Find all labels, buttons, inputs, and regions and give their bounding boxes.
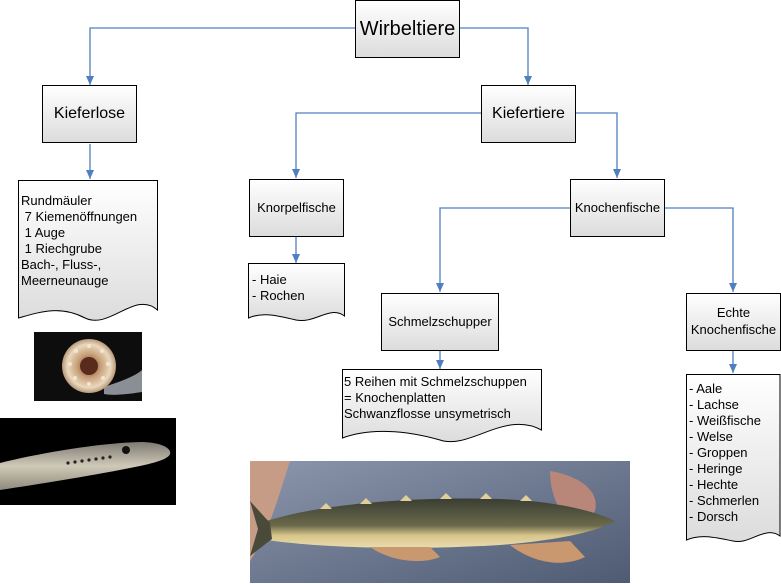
- edge-root-jawless: [86, 27, 355, 85]
- edge-bony-ganoid: [436, 207, 571, 292]
- node-kiefertiere: Kiefertiere: [481, 85, 576, 143]
- note-echte-knochenfische: - Aale - Lachse - Weißfische - Welse - G…: [689, 381, 761, 524]
- doc-shape-schmelzschupper: [342, 369, 542, 443]
- node-knorpelfische-label: Knorpelfische: [257, 199, 336, 215]
- node-kieferlose: Kieferlose: [42, 85, 137, 143]
- note-knorpelfische: - Haie - Rochen: [252, 272, 305, 303]
- edge-root-jawed: [460, 27, 532, 85]
- note-kieferlose: Rundmäuler 7 Kiemenöffnungen 1 Auge 1 Ri…: [21, 193, 138, 288]
- node-kieferlose-label: Kieferlose: [53, 105, 126, 122]
- lamprey-body-photo: [0, 418, 176, 505]
- node-schmelzschupper-label: Schmelzschupper: [388, 313, 492, 329]
- node-schmelzschupper: Schmelzschupper: [381, 293, 499, 351]
- node-wirbeltiere: Wirbeltiere: [355, 0, 460, 58]
- lamprey-mouth-photo: [34, 332, 142, 401]
- note-schmelzschupper: 5 Reihen mit Schmelzschuppen = Knochenpl…: [344, 374, 527, 421]
- edge-jawed-bony: [576, 112, 621, 178]
- doc-shape-knorpelfische: [248, 263, 345, 322]
- node-echte-knochenfische: Echte Knochenfische: [686, 293, 781, 351]
- doc-shape-echte-knochenfische: [686, 374, 781, 542]
- edge-jawed-cartilaginous: [292, 112, 481, 178]
- node-knochenfische-label: Knochenfische: [574, 199, 661, 215]
- sturgeon-photo: [250, 461, 630, 583]
- edge-bony-teleost: [665, 207, 737, 292]
- node-knochenfische: Knochenfische: [570, 179, 665, 237]
- node-echte-knochenfische-label: Echte Knochenfische: [690, 305, 777, 337]
- node-kiefertiere-label: Kiefertiere: [492, 105, 565, 122]
- doc-shape-kieferlose: [18, 180, 158, 321]
- node-wirbeltiere-label: Wirbeltiere: [359, 17, 456, 40]
- node-knorpelfische: Knorpelfische: [249, 179, 344, 237]
